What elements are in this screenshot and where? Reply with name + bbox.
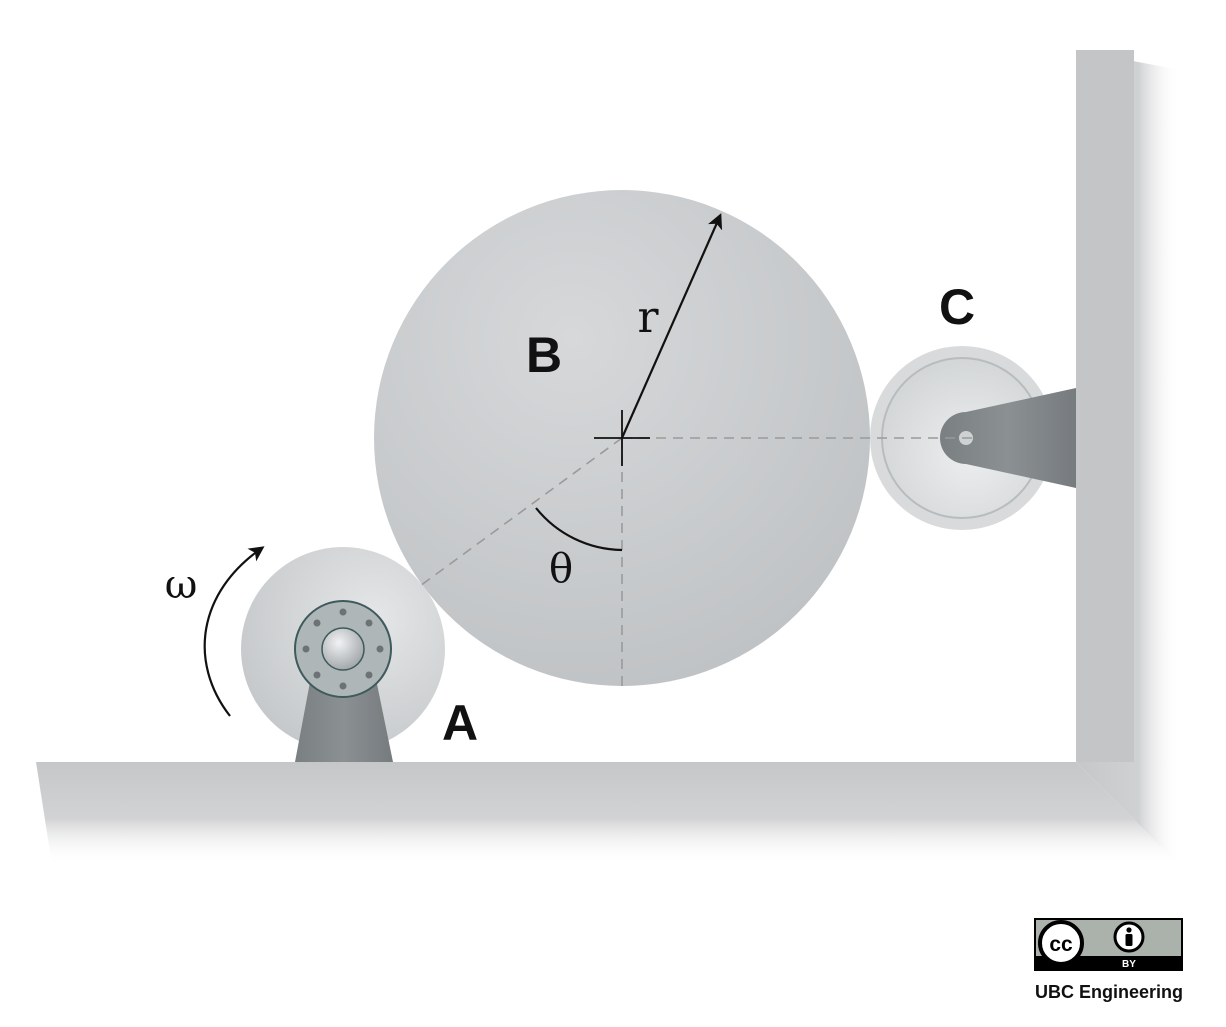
by-text: BY [1122,959,1136,970]
label-c: C [939,279,975,335]
radius-arrow [620,213,723,439]
label-theta: θ [549,546,573,592]
credit-text: UBC Engineering [1035,982,1183,1002]
label-b: B [526,327,562,383]
floor [36,762,1180,865]
wall-face [1076,50,1134,762]
cc-logo-icon [1038,920,1084,966]
construction-lines [419,437,975,692]
disc-a-bolts [302,608,384,690]
angle-arc [535,507,623,552]
disc-a [241,547,445,762]
label-r: r [637,292,659,343]
label-omega: ω [165,562,198,608]
label-a: A [442,695,478,751]
cc-logo-text: cc [1049,933,1073,956]
cc-by-badge: cc BY [1034,918,1183,971]
omega-arrow [203,546,265,717]
disc-a-hub [321,627,365,671]
ground [36,50,1180,865]
center-line-to-a [419,437,623,587]
disc-c-arm [940,388,1076,488]
